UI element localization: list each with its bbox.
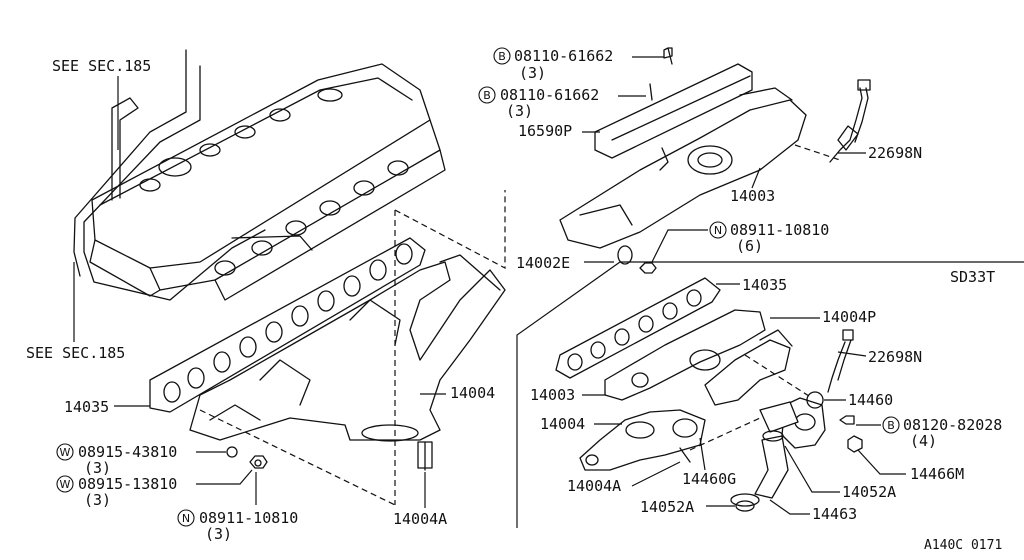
manifold-14003-right-illustration bbox=[604, 309, 766, 401]
part-14004P-label: 14004P bbox=[822, 308, 876, 326]
heat-shield-16590P-illustration bbox=[594, 47, 753, 159]
part-08911-10810-bottom-number: 08911-10810 bbox=[199, 509, 298, 527]
part-08911-10810-top-number: 08911-10810 bbox=[730, 221, 829, 239]
part-14460G-label: 14460G bbox=[682, 470, 736, 488]
washer-symbol-a-letter: W bbox=[60, 446, 71, 459]
figure-code: A140C 0171 bbox=[924, 538, 1002, 553]
part-14460-label: 14460 bbox=[848, 391, 893, 409]
nut-symbol-top bbox=[709, 221, 727, 239]
manifold-14004-left-illustration bbox=[189, 254, 506, 471]
part-08110-61662-a-number: 08110-61662 bbox=[514, 47, 613, 65]
part-14003-right-label: 14003 bbox=[530, 386, 575, 404]
bolt-symbol-b bbox=[478, 86, 496, 104]
washer-symbol-b bbox=[56, 475, 74, 493]
bolt-symbol-c-letter: B bbox=[887, 419, 895, 432]
part-16590P-label: 16590P bbox=[518, 122, 572, 140]
part-08120-82028-qty: (4) bbox=[910, 432, 937, 450]
part-14466M-label: 14466M bbox=[910, 465, 964, 483]
part-22698N-right-label: 22698N bbox=[868, 348, 922, 366]
part-08110-61662-b-number: 08110-61662 bbox=[500, 86, 599, 104]
sensor-22698N-top-illustration bbox=[829, 79, 871, 163]
manifold-14004-right-illustration bbox=[579, 409, 706, 471]
part-22698N-top-label: 22698N bbox=[868, 144, 922, 162]
part-08110-61662-a-qty: (3) bbox=[519, 64, 546, 82]
hose-14463-illustration bbox=[730, 430, 789, 507]
nut-symbol-top-letter: N bbox=[714, 224, 722, 237]
manifold-14003-top-illustration bbox=[559, 87, 807, 274]
nut-symbol-bottom-letter: N bbox=[182, 512, 190, 525]
manifold-14004P-illustration bbox=[704, 329, 793, 406]
bolt-symbol-a bbox=[493, 47, 511, 65]
washer-symbol-a bbox=[56, 443, 74, 461]
part-08915-13810-qty: (3) bbox=[84, 491, 111, 509]
part-14002E-label: 14002E bbox=[516, 254, 570, 272]
bolt-symbol-a-letter: B bbox=[498, 50, 506, 63]
part-14004-left-label: 14004 bbox=[450, 384, 495, 402]
see-sec-bottom-label: SEE SEC.185 bbox=[26, 344, 125, 362]
washer-symbol-b-letter: W bbox=[60, 478, 71, 491]
part-08120-82028-number: 08120-82028 bbox=[903, 416, 1002, 434]
part-14052A-a-label: 14052A bbox=[842, 483, 896, 501]
gasket-14035-left-illustration bbox=[149, 237, 426, 413]
gasket-14035-right-illustration bbox=[555, 277, 721, 379]
turbocharger-14460-illustration bbox=[759, 329, 863, 453]
part-14004-right-label: 14004 bbox=[540, 415, 585, 433]
part-14003-top-label: 14003 bbox=[730, 187, 775, 205]
part-08915-13810-number: 08915-13810 bbox=[78, 475, 177, 493]
part-14004A-left-label: 14004A bbox=[393, 510, 447, 528]
part-14035-left-label: 14035 bbox=[64, 398, 109, 416]
washer-nut-group-left bbox=[226, 446, 268, 469]
bolt-symbol-c bbox=[882, 416, 900, 434]
part-14052A-b-label: 14052A bbox=[640, 498, 694, 516]
part-08911-10810-bottom-qty: (3) bbox=[205, 525, 232, 543]
cylinder-head-illustration bbox=[73, 49, 446, 301]
part-14035-right-label: 14035 bbox=[742, 276, 787, 294]
part-08915-43810-qty: (3) bbox=[84, 459, 111, 477]
part-08911-10810-top-qty: (6) bbox=[736, 237, 763, 255]
part-08110-61662-b-qty: (3) bbox=[506, 102, 533, 120]
part-14004A-right-label: 14004A bbox=[567, 477, 621, 495]
nut-symbol-bottom bbox=[177, 509, 195, 527]
bolt-symbol-b-letter: B bbox=[483, 89, 491, 102]
part-14463-label: 14463 bbox=[812, 505, 857, 523]
part-08915-43810-number: 08915-43810 bbox=[78, 443, 177, 461]
section-sd33t-label: SD33T bbox=[950, 268, 995, 286]
see-sec-top-label: SEE SEC.185 bbox=[52, 57, 151, 75]
